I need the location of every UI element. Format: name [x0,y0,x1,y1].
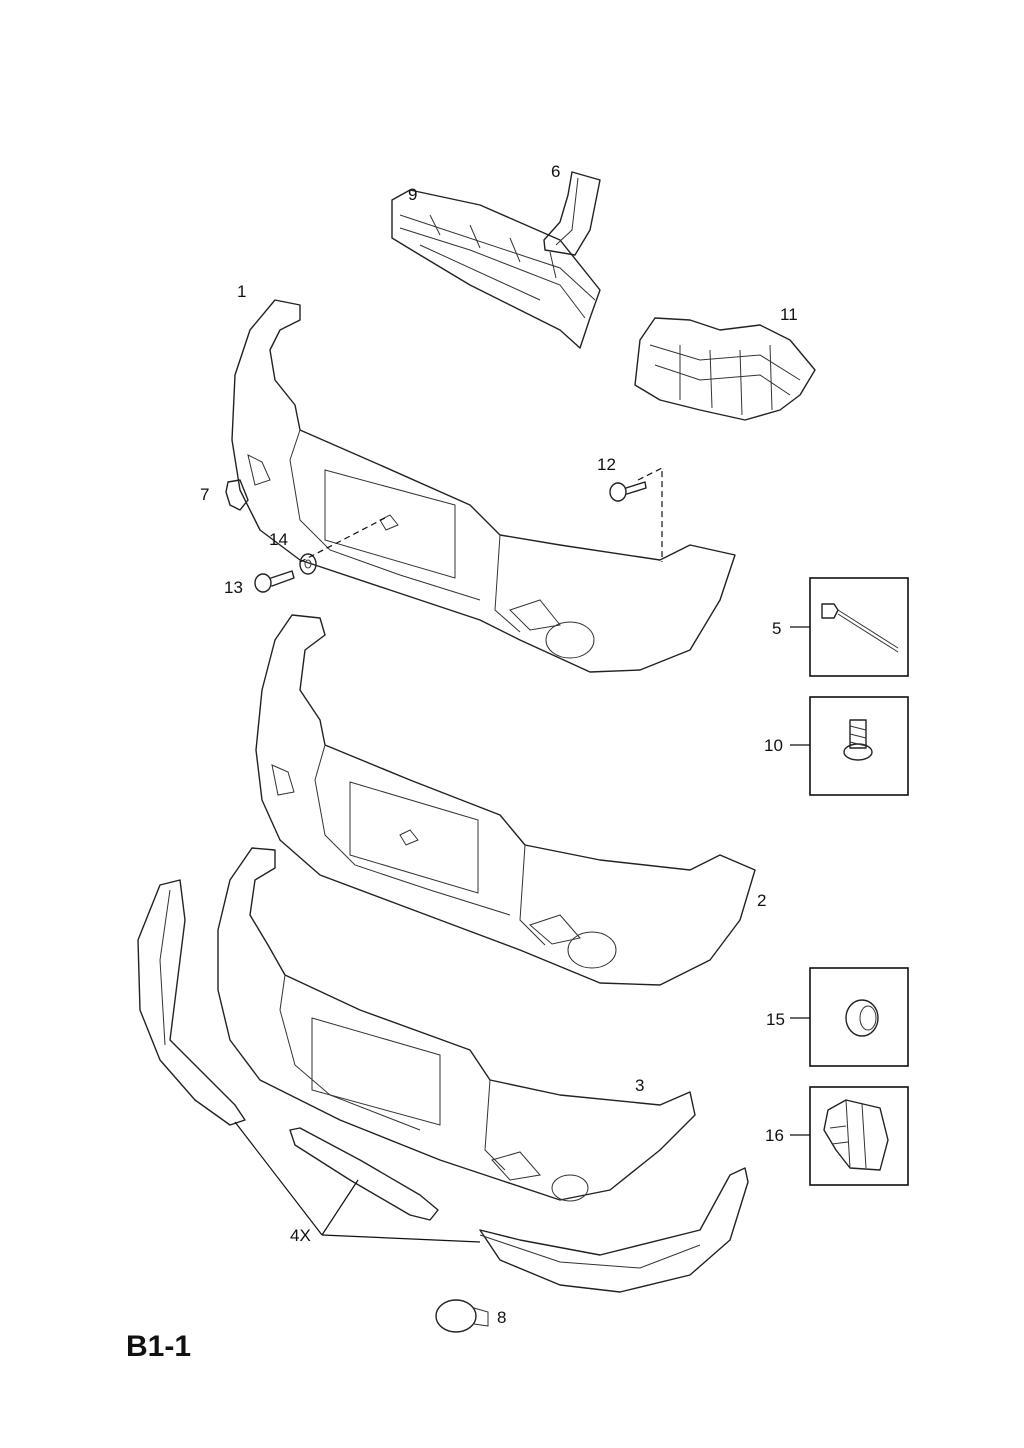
alignment-lines [299,467,663,563]
detail-box-5 [790,577,909,677]
part-4-trim-strips [137,879,749,1293]
callout-15: 15 [766,1010,785,1029]
part-14-washer [299,553,317,575]
part-1-bumper-cover [231,299,736,673]
part-12-screw [609,481,647,502]
callout-12: 12 [597,455,616,474]
detail-box-16 [790,1086,909,1186]
part-2-bumper-cover [255,614,756,986]
detail-box-10 [790,696,909,796]
leader-lines [234,1121,481,1243]
callout-3: 3 [635,1076,645,1095]
part-8-fog-lamp [435,1299,489,1333]
callout-4x: 4X [290,1226,311,1245]
part-6-bracket [543,171,601,256]
callout-14: 14 [269,530,288,549]
callout-1: 1 [237,282,247,301]
callout-13: 13 [224,578,243,597]
part-7-clip [225,479,249,511]
callout-6: 6 [551,162,561,181]
callout-7: 7 [200,485,210,504]
detail-box-15 [790,967,909,1067]
part-11-mount-bracket [634,317,816,421]
part-9-upper-support [391,189,601,349]
callout-8: 8 [497,1308,507,1327]
callout-16: 16 [765,1126,784,1145]
callout-2: 2 [757,891,767,910]
callout-5: 5 [772,619,782,638]
part-3-bumper-cover [217,847,696,1202]
callout-10: 10 [764,736,783,755]
part-13-bolt [254,570,295,593]
page-code-label: B1-1 [126,1330,192,1363]
callout-9: 9 [408,185,418,204]
callout-11: 11 [780,305,798,324]
